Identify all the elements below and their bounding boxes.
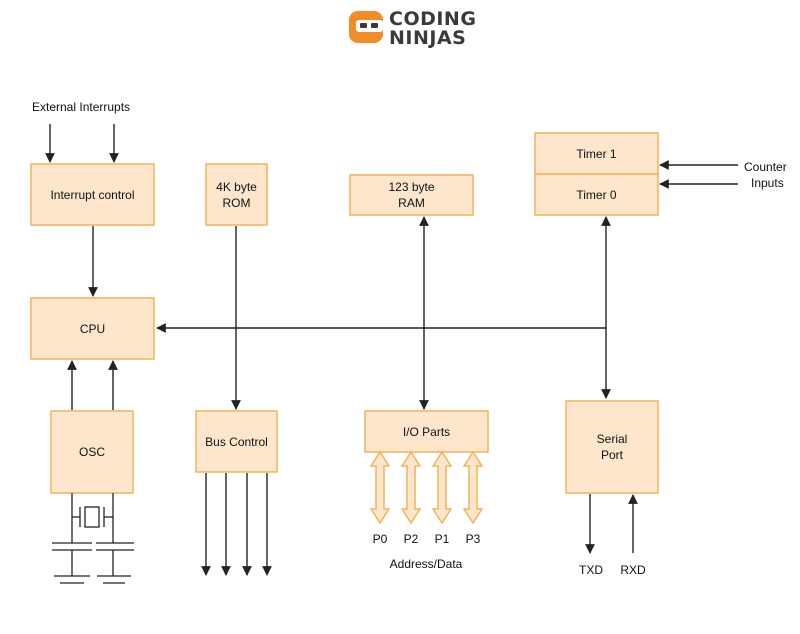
port-arrow-p2 [400,450,422,525]
port-label-p1: P1 [435,532,450,546]
serial-port-block: Serial Port [565,400,659,494]
logo-text-line1: CODING [389,8,476,30]
ninja-head-icon [349,11,383,43]
ram-label-line2: RAM [398,196,425,210]
rom-label-line2: ROM [223,196,251,210]
logo-text-line2: NINJAS [389,27,466,49]
port-label-p0: P0 [373,532,388,546]
coding-ninjas-logo: CODING NINJAS [349,8,476,49]
interrupt-control-block: Interrupt control [30,163,155,226]
counter-label: Counter [744,160,787,174]
external-interrupts-label: External Interrupts [32,100,130,114]
rom-label-line1: 4K byte [216,180,257,194]
port-label-p2: P2 [404,532,419,546]
timer1-label: Timer 1 [576,147,617,161]
port-arrow-p1 [431,450,453,525]
io-ports-block: I/O Parts [364,410,489,453]
timer0-label: Timer 0 [576,188,617,202]
timer0-block: Timer 0 [534,173,659,216]
bus-control-label: Bus Control [205,435,268,449]
rom-block: 4K byte ROM [205,163,268,226]
port-arrow-p0 [369,450,391,525]
osc-block: OSC [50,410,134,494]
inputs-label: Inputs [751,176,784,190]
io-ports-label: I/O Parts [403,425,450,439]
cpu-label: CPU [80,322,105,336]
rxd-label: RXD [620,563,646,577]
cpu-block: CPU [30,297,155,360]
timer1-block: Timer 1 [534,132,659,175]
ram-label-line1: 123 byte [388,180,434,194]
serial-port-label-line1: Serial [597,432,628,446]
bus-control-block: Bus Control [195,410,278,473]
interrupt-control-label: Interrupt control [50,188,134,202]
address-data-label: Address/Data [390,557,463,571]
osc-label: OSC [79,445,105,459]
port-arrow-p3 [462,450,484,525]
crystal-oscillator-icon [52,493,134,584]
port-arrows [369,450,484,525]
ram-block: 123 byte RAM [349,174,474,216]
serial-port-label-line2: Port [601,448,624,462]
txd-label: TXD [579,563,603,577]
port-label-p3: P3 [466,532,481,546]
